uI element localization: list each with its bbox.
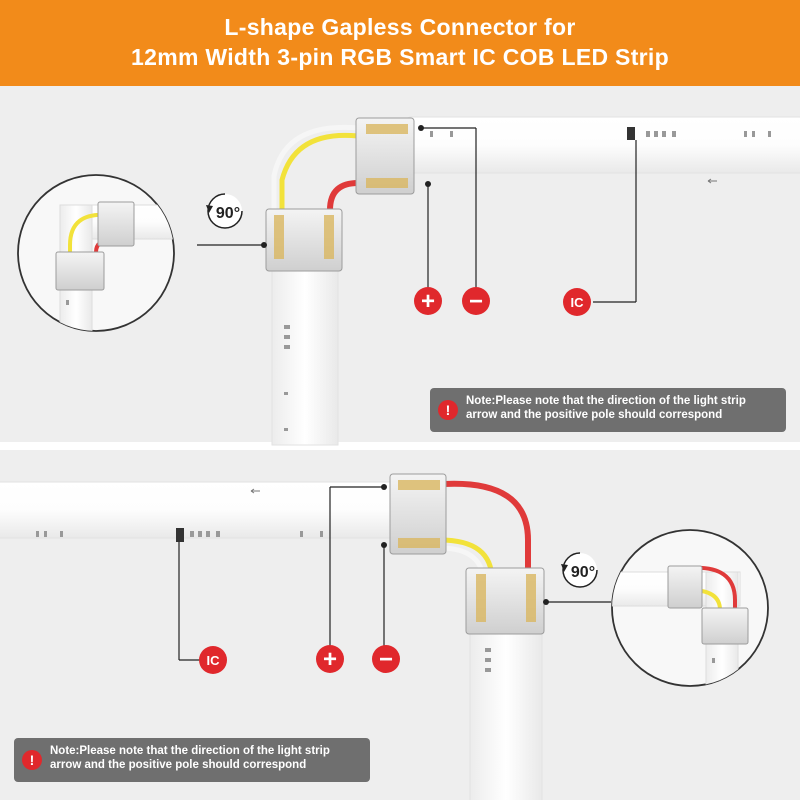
- warning-icon: !: [22, 750, 42, 770]
- wire-yellow: [279, 132, 359, 248]
- ic-chip: [176, 528, 184, 542]
- negative-marker: −: [372, 645, 400, 673]
- negative-marker: −: [462, 287, 490, 315]
- direction-arrow: [250, 488, 260, 494]
- led-strip-horizontal: [404, 116, 800, 174]
- direction-arrow: [707, 178, 717, 184]
- plus-label: +: [421, 288, 435, 315]
- top-diagram: + − IC 90°: [17, 116, 800, 446]
- section-divider: [0, 442, 800, 450]
- ic-chip: [627, 127, 635, 140]
- rotate-label: 90°: [216, 205, 240, 222]
- led-strip-vertical: [469, 604, 543, 800]
- zoom-inset: [611, 529, 769, 687]
- ic-label: IC: [207, 653, 221, 668]
- positive-marker: +: [414, 287, 442, 315]
- plus-label: +: [323, 646, 337, 673]
- rotate-label: 90°: [571, 564, 595, 581]
- note-text: Note:Please note that the direction of t…: [50, 745, 330, 771]
- led-dots: [284, 131, 771, 431]
- ic-marker: IC: [199, 646, 227, 674]
- connector-clip-vertical: [265, 208, 343, 272]
- led-dots: [36, 531, 491, 672]
- rotate-90-icon: 90°: [561, 552, 598, 588]
- note-box: ! Note:Please note that the direction of…: [14, 738, 370, 782]
- warning-icon: !: [438, 400, 458, 420]
- wire-red: [443, 480, 531, 575]
- title-line-1: L-shape Gapless Connector for: [224, 14, 576, 40]
- note-box: ! Note:Please note that the direction of…: [430, 388, 786, 432]
- zoom-inset: [17, 174, 175, 332]
- bottom-diagram: + − IC 90°: [0, 473, 769, 800]
- minus-label: −: [379, 646, 393, 673]
- led-strip-horizontal: [0, 481, 411, 539]
- ic-marker: IC: [563, 288, 591, 316]
- connector-clip-horizontal: [389, 473, 447, 555]
- minus-label: −: [469, 288, 483, 315]
- note-text: Note:Please note that the direction of t…: [466, 395, 746, 421]
- wire-white: [271, 124, 359, 248]
- title-line-2: 12mm Width 3-pin RGB Smart IC COB LED St…: [131, 44, 669, 70]
- header-banner: L-shape Gapless Connector for 12mm Width…: [0, 0, 800, 86]
- rotate-90-icon: 90°: [206, 193, 243, 229]
- ic-label: IC: [571, 295, 585, 310]
- connector-clip-horizontal: [355, 117, 415, 195]
- positive-marker: +: [316, 645, 344, 673]
